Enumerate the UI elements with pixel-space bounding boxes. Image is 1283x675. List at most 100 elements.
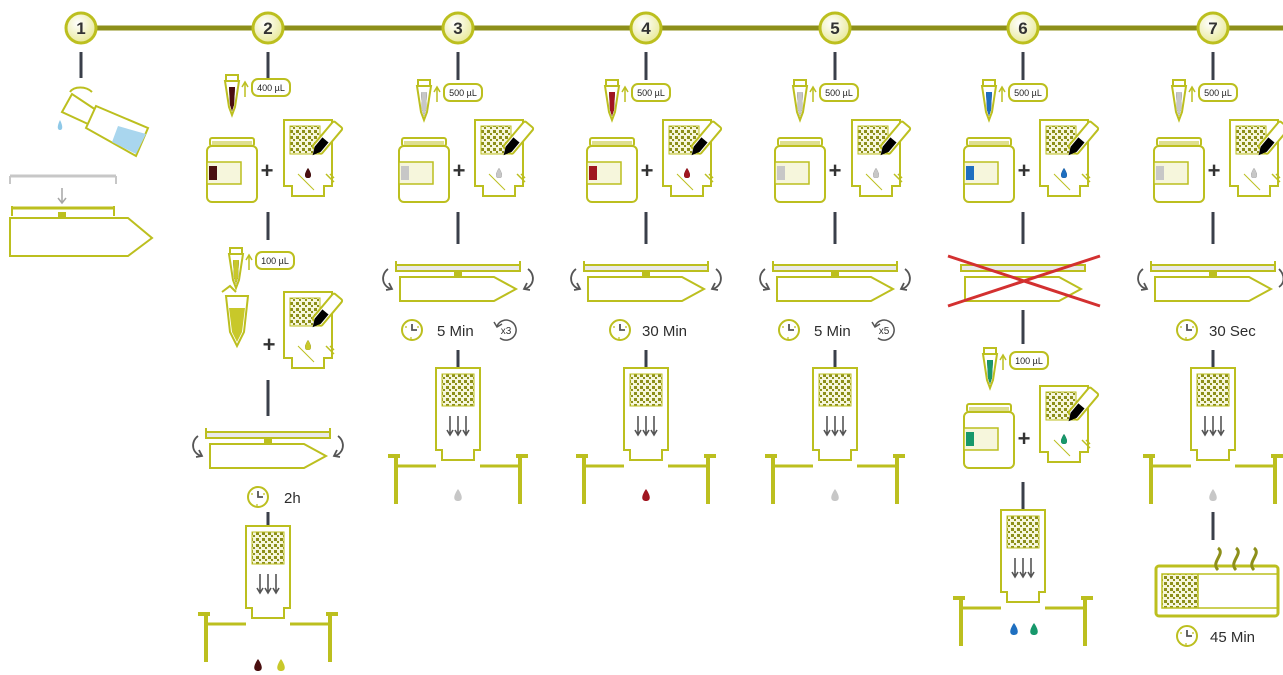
step-5: 500 µL + 5 Min x5 [759,79,912,506]
time-label: 30 Sec [1209,323,1256,340]
drop-icon [1209,489,1217,501]
plus-sign: + [1018,158,1031,183]
time-label: 45 Min [1210,629,1255,646]
vial-icon [1153,137,1205,203]
step-number: 5 [830,19,839,38]
clock-icon [1176,625,1198,647]
clock-icon [401,319,423,341]
repeat-icon: x5 [871,319,895,341]
pipette-icon: 500 µL [604,79,671,121]
clock-icon [609,319,631,341]
cartridge-icon [283,291,344,369]
cross-out-icon [947,254,1101,308]
step-number: 7 [1208,19,1217,38]
step-4: 500 µL + 30 Min [570,79,723,506]
pour-bottle-icon [57,86,150,158]
oven-heat-icon [1154,546,1280,618]
shaker-icon [382,260,534,302]
time-label: 5 Min [814,323,851,340]
step-1-pour [9,86,154,257]
volume-tag: 100 µL [261,256,289,266]
vacuum-manifold-icon [951,508,1095,648]
volume-tag: 500 µL [1204,88,1232,98]
step-number: 4 [641,19,651,38]
vial-icon [206,137,258,203]
step-badge-4: 4 [629,11,663,45]
volume-tag: 500 µL [825,88,853,98]
plus-sign: + [1208,158,1221,183]
step-2: 400 µL + 100 µL + 2h [192,74,344,671]
vial-icon [963,137,1015,203]
drop-icon [277,659,285,671]
shaker-icon [759,260,911,302]
vacuum-manifold-icon [763,366,907,506]
repeat-icon: x3 [493,319,517,341]
step-6: 500 µL + 100 µL + [947,79,1101,648]
repeat-count: x3 [501,326,512,337]
vial-icon [963,403,1015,469]
step-badge-2: 2 [251,11,285,45]
step-badge-7: 7 [1196,11,1230,45]
vial-icon [586,137,638,203]
cartridge-icon [283,119,344,197]
clock-icon [1176,319,1198,341]
cartridge-icon [1229,119,1283,197]
repeat-count: x5 [879,326,890,337]
plus-sign: + [263,332,276,357]
cartridge-icon [474,119,535,197]
drop-icon [1030,623,1038,635]
pipette-icon: 500 µL [792,79,859,121]
shaker-icon [192,427,344,469]
volume-tag: 100 µL [1015,356,1043,366]
vial-icon [774,137,826,203]
vacuum-manifold-icon [574,366,718,506]
cartridge-icon [662,119,723,197]
vacuum-manifold-icon [196,524,340,664]
step-number: 3 [453,19,462,38]
cartridge-icon [851,119,912,197]
plus-sign: + [1018,426,1031,451]
plus-sign: + [641,158,654,183]
drop-icon [1010,623,1018,635]
volume-tag: 400 µL [257,83,285,93]
drop-icon [831,489,839,501]
plus-sign: + [453,158,466,183]
step-badge-5: 5 [818,11,852,45]
pipette-icon: 500 µL [1171,79,1238,121]
time-label: 30 Min [642,323,687,340]
volume-tag: 500 µL [1014,88,1042,98]
step-3: 500 µL + 5 Min x3 [382,79,535,506]
drop-icon [642,489,650,501]
vial-icon [398,137,450,203]
step-number: 2 [263,19,272,38]
step-badge-3: 3 [441,11,475,45]
plus-sign: + [261,158,274,183]
shaker-icon [9,174,154,257]
cartridge-icon [1039,119,1100,197]
volume-tag: 500 µL [637,88,665,98]
volume-tag: 500 µL [449,88,477,98]
vacuum-manifold-icon [386,366,530,506]
step-7: 500 µL + 30 Sec [1137,79,1283,647]
drop-icon [254,659,262,671]
clock-icon [778,319,800,341]
step-number: 6 [1018,19,1027,38]
time-label: 2h [284,490,301,507]
step-badges: 1 2 3 4 5 6 7 [64,11,1230,45]
drop-icon [454,489,462,501]
clock-icon [247,486,269,508]
step-badge-6: 6 [1006,11,1040,45]
pipette-icon: 500 µL [416,79,483,121]
cartridge-icon [1039,385,1100,463]
step-badge-1: 1 [64,11,98,45]
vacuum-manifold-icon [1141,366,1283,506]
tube-icon [221,284,250,349]
pipette-icon: 100 µL [228,247,295,289]
step-number: 1 [76,19,85,38]
pipette-icon: 100 µL [982,347,1049,389]
plus-sign: + [829,158,842,183]
pipette-icon: 500 µL [981,79,1048,121]
pipette-icon: 400 µL [224,74,291,116]
shaker-icon [570,260,722,302]
